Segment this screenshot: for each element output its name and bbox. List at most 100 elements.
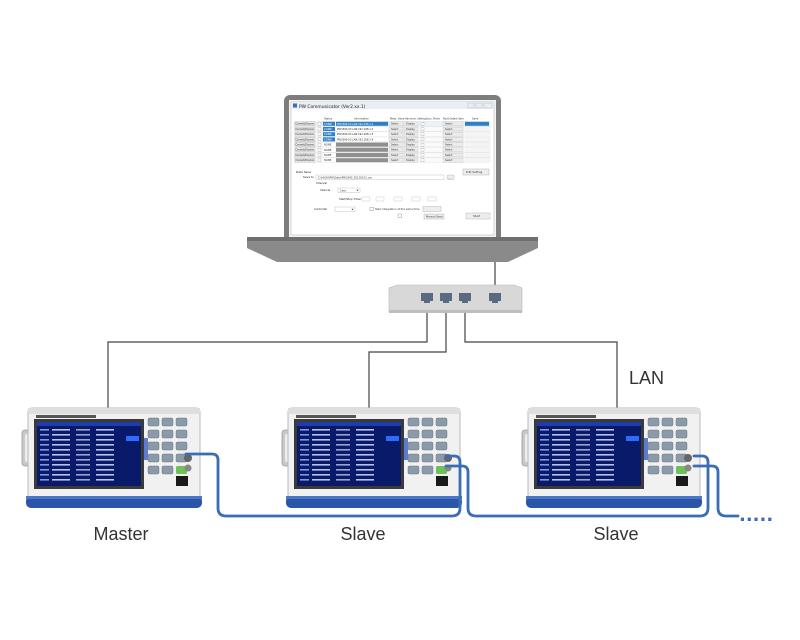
sync-cable-slave-slave [444, 454, 710, 518]
connect-button[interactable] [294, 121, 316, 126]
display-button[interactable] [403, 132, 419, 137]
row-checkbox[interactable] [317, 137, 322, 142]
manual-save-button[interactable] [423, 213, 445, 220]
connect-button[interactable] [294, 132, 316, 137]
sync-checkbox[interactable] [420, 137, 425, 142]
timer-field-second[interactable] [411, 196, 421, 202]
lan-cable-master [107, 310, 428, 408]
display-button[interactable] [403, 121, 419, 126]
select-button[interactable] [388, 152, 404, 158]
power-analyzer-slave-2 [521, 407, 702, 508]
save-path-field[interactable] [315, 174, 445, 180]
edit-setting-button[interactable] [462, 168, 490, 176]
row-button-label: Select [445, 154, 452, 157]
select-button[interactable] [388, 147, 404, 152]
timer-field-day[interactable] [361, 196, 371, 202]
select-button[interactable] [442, 121, 464, 126]
select-button[interactable] [442, 152, 464, 158]
display-button[interactable] [403, 158, 419, 163]
hub-port [421, 293, 433, 303]
status-badge [323, 121, 335, 126]
setup-button[interactable] [422, 206, 442, 212]
select-button[interactable] [388, 121, 404, 126]
browse-button[interactable] [446, 174, 455, 180]
save-cell [465, 158, 489, 163]
status-text: CONN [324, 137, 332, 141]
sync-checkbox[interactable] [420, 158, 425, 162]
interval-select[interactable] [337, 187, 361, 193]
select-button[interactable] [388, 126, 404, 132]
save-cell [465, 147, 489, 152]
sync-checkbox[interactable] [420, 127, 425, 131]
maximize-button[interactable] [475, 102, 483, 109]
hub-port [459, 293, 471, 303]
connect-button[interactable] [294, 126, 316, 132]
display-button[interactable] [403, 126, 419, 132]
select-button[interactable] [442, 158, 464, 163]
select-button[interactable] [388, 158, 404, 163]
sync-checkbox[interactable] [420, 153, 425, 157]
connect-button-label: Connect/Disconn. [296, 154, 316, 157]
connect-button[interactable] [294, 152, 316, 158]
save-to-label: Save to [303, 175, 314, 179]
select-button[interactable] [388, 142, 404, 147]
keypad-key [147, 465, 160, 475]
hub-port [440, 293, 452, 303]
row-button-label: Display [406, 154, 415, 157]
status-badge [323, 137, 335, 142]
info-cell [336, 137, 388, 142]
row-checkbox[interactable] [317, 142, 322, 147]
select-button[interactable] [442, 142, 464, 147]
col-save: Save [472, 117, 479, 121]
close-button[interactable] [483, 102, 493, 109]
sync-checkbox[interactable] [420, 122, 425, 126]
status-badge [323, 147, 335, 152]
timer-field-extra[interactable] [427, 196, 437, 202]
col-fault: Fault Detect Item [443, 118, 464, 121]
row-checkbox[interactable] [317, 153, 322, 157]
auto-save-checkbox[interactable] [397, 213, 402, 218]
select-button[interactable] [388, 132, 404, 137]
minimize-button[interactable] [467, 102, 475, 109]
timer-field-minute[interactable] [393, 196, 403, 202]
row-button-label: Display [406, 133, 415, 136]
sync-checkbox[interactable] [420, 148, 425, 152]
display-button[interactable] [403, 152, 419, 158]
keypad-key [421, 441, 434, 451]
status-badge [323, 158, 335, 163]
sync-start-checkbox[interactable] [369, 207, 374, 211]
connect-button[interactable] [294, 147, 316, 152]
row-button-label: Select [445, 133, 452, 136]
controller-select[interactable] [334, 206, 356, 212]
row-button-label: Select [391, 133, 398, 136]
select-button[interactable] [442, 126, 464, 132]
row-checkbox[interactable] [317, 158, 322, 162]
row-checkbox[interactable] [317, 122, 322, 126]
sync-checkbox[interactable] [420, 132, 425, 136]
connect-button[interactable] [294, 137, 316, 142]
timer-field-hour[interactable] [375, 196, 385, 202]
row-checkbox[interactable] [317, 127, 322, 131]
display-button[interactable] [403, 142, 419, 147]
brand-label [36, 415, 96, 418]
connect-button[interactable] [294, 158, 316, 163]
row-checkbox[interactable] [317, 132, 322, 136]
row-button-label: Select [445, 128, 452, 131]
select-button[interactable] [442, 147, 464, 152]
info-text: PW3390-03 LAN:192.168.1.2 [337, 127, 374, 131]
info-cell [336, 121, 388, 126]
display-button[interactable] [403, 137, 419, 142]
keypad-key [435, 441, 448, 451]
row-checkbox[interactable] [317, 148, 322, 152]
select-button[interactable] [388, 137, 404, 142]
start-button[interactable] [465, 212, 491, 220]
select-button[interactable] [442, 132, 464, 137]
display-button[interactable] [403, 147, 419, 152]
keypad-key [421, 465, 434, 475]
sync-checkbox[interactable] [420, 142, 425, 147]
select-button[interactable] [442, 137, 464, 142]
col-information: Information [354, 117, 369, 121]
keypad-key [421, 453, 434, 463]
connect-button[interactable] [294, 142, 316, 147]
